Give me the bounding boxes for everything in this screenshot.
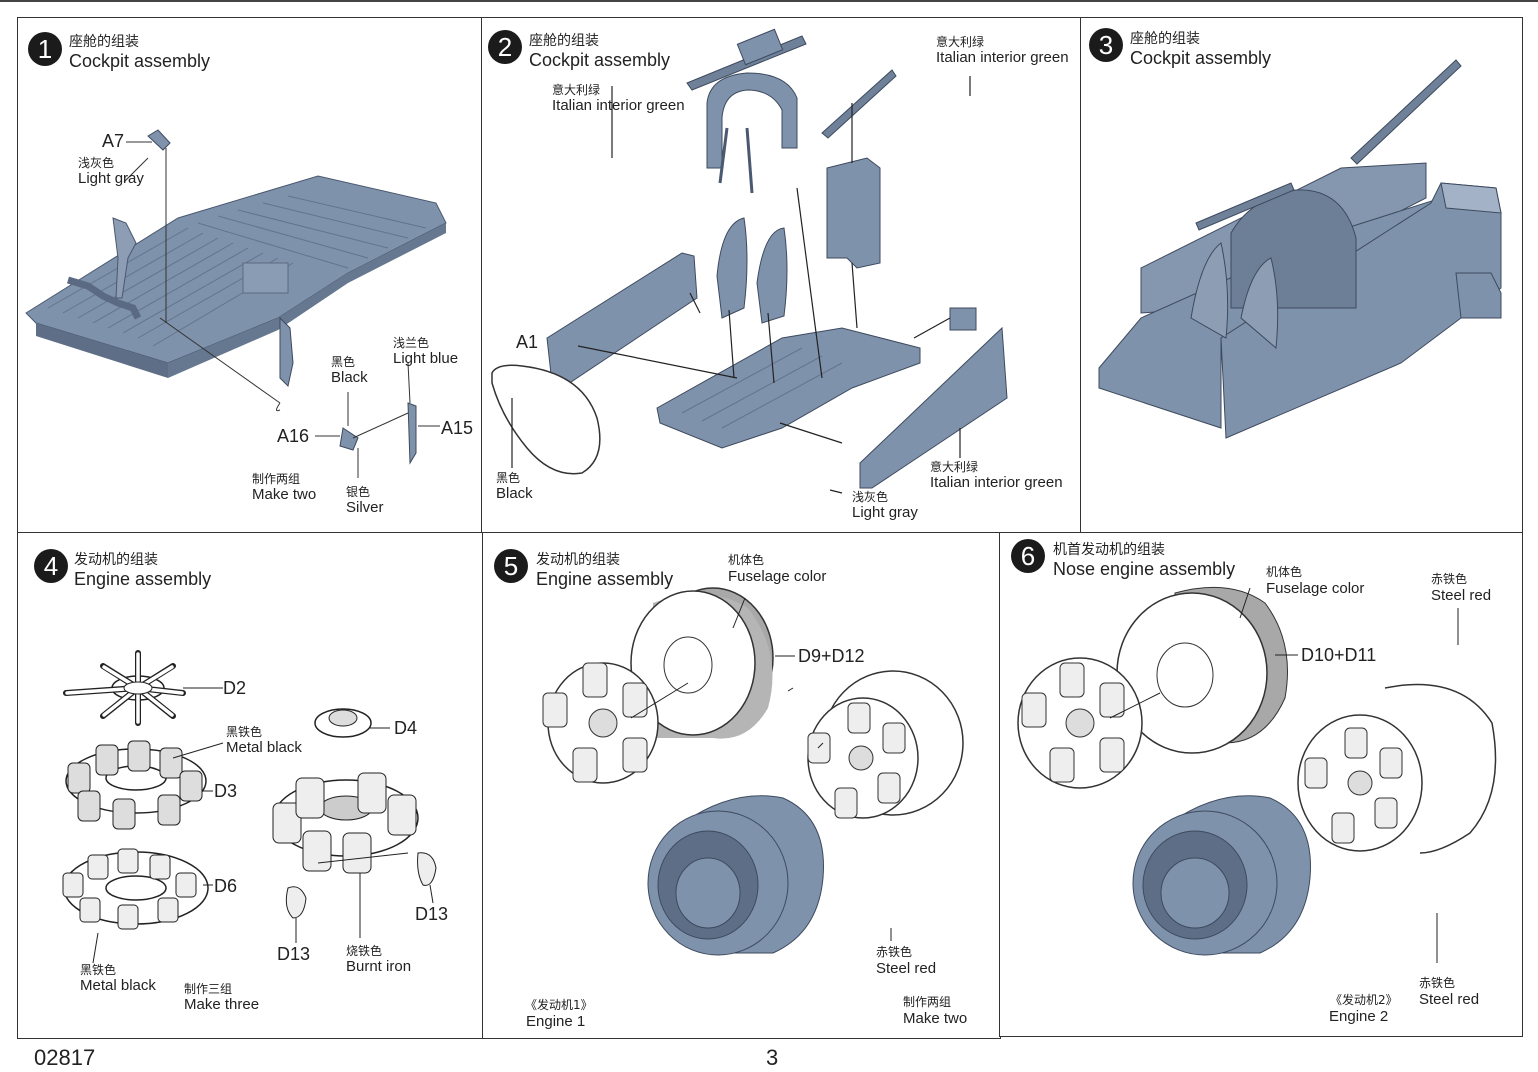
step-title-en: Cockpit assembly — [1130, 48, 1272, 68]
label-black-en: Black — [496, 485, 533, 502]
page-number: 3 — [766, 1045, 779, 1070]
model-code: 02817 — [34, 1045, 96, 1070]
label-engine1-cn: 《发动机1》 — [525, 998, 593, 1012]
label-lightblue-cn: 浅兰色 — [393, 336, 430, 350]
label-steel2-cn: 赤铁色 — [1419, 976, 1456, 990]
part-d13-right: D13 — [415, 904, 449, 924]
step-6-panel: 6 机首发动机的组装 Nose engine assembly — [999, 532, 1523, 1037]
label-lightblue-en: Light blue — [393, 350, 459, 367]
part-d6: D6 — [214, 876, 238, 896]
label-make-two-en: Make two — [903, 1010, 968, 1027]
part-a15: A15 — [441, 418, 474, 438]
top-rule — [0, 0, 1538, 2]
part-d13-left: D13 — [277, 944, 311, 964]
label-metal1-cn: 黑铁色 — [226, 725, 263, 739]
label-green3-en: Italian interior green — [930, 474, 1063, 491]
step-title-en: Engine assembly — [536, 569, 674, 589]
part-d9-d12: D9+D12 — [798, 646, 865, 666]
label-black-cn: 黑色 — [496, 471, 521, 485]
label-steel1-cn: 赤铁色 — [1431, 572, 1468, 586]
step-title-cn: 发动机的组装 — [536, 552, 620, 568]
label-silver-en: Silver — [346, 499, 384, 516]
label-steel-cn: 赤铁色 — [876, 945, 913, 959]
label-green3-cn: 意大利绿 — [930, 460, 979, 474]
label-steel2-en: Steel red — [1419, 991, 1480, 1008]
step-number: 1 — [28, 32, 62, 66]
step-3-panel: 3 座舱的组装 Cockpit assembly — [1080, 17, 1523, 533]
step-number: 3 — [1089, 28, 1123, 62]
step-title-cn: 座舱的组装 — [1130, 31, 1200, 47]
part-d10-d11: D10+D11 — [1301, 645, 1377, 665]
part-a16: A16 — [277, 426, 310, 446]
step-title-cn: 发动机的组装 — [74, 552, 158, 568]
engine-exploded-illustration — [62, 650, 437, 964]
label-steel-en: Steel red — [876, 960, 937, 977]
label-green2-cn: 意大利绿 — [936, 35, 985, 49]
label-engine1-en: Engine 1 — [526, 1013, 586, 1030]
part-d3: D3 — [214, 781, 238, 801]
step-number: 6 — [1011, 539, 1045, 573]
step-1-panel: 1 座舱的组装 Cockpit assembly — [17, 17, 482, 533]
step-title-cn: 座舱的组装 — [69, 34, 139, 50]
label-green2-en: Italian interior green — [936, 49, 1069, 66]
label-engine2-cn: 《发动机2》 — [1330, 993, 1398, 1007]
step-number: 2 — [488, 30, 522, 64]
step-4-panel: 4 发动机的组装 Engine assembly — [17, 532, 483, 1039]
label-burnt-cn: 烧铁色 — [346, 944, 383, 958]
label-metal2-en: Metal black — [80, 977, 156, 994]
label-make-three-cn: 制作三组 — [184, 982, 233, 996]
step-2-panel: 2 座舱的组装 Cockpit assembly — [481, 17, 1082, 533]
label-silver-cn: 银色 — [346, 485, 371, 499]
step-title-en: Engine assembly — [74, 569, 212, 589]
step-title-cn: 座舱的组装 — [529, 33, 599, 49]
step-title-en: Cockpit assembly — [529, 50, 671, 70]
label-black-en: Black — [331, 369, 368, 386]
label-metal2-cn: 黑铁色 — [80, 963, 117, 977]
label-make-two-cn: 制作两组 — [252, 472, 301, 486]
label-lightgray-en: Light gray — [78, 170, 144, 187]
label-black-cn: 黑色 — [331, 355, 356, 369]
part-d2: D2 — [223, 678, 247, 698]
label-fuselage-en: Fuselage color — [1266, 580, 1365, 597]
label-burnt-en: Burnt iron — [346, 958, 412, 975]
label-steel1-en: Steel red — [1431, 587, 1492, 604]
cockpit-complete-illustration — [1098, 59, 1502, 439]
label-lightgray-en: Light gray — [852, 504, 918, 521]
label-fuselage-en: Fuselage color — [728, 568, 827, 585]
label-fuselage-cn: 机体色 — [728, 553, 765, 567]
cockpit-floor-illustration — [25, 129, 447, 478]
engine-2-illustration — [1017, 586, 1497, 963]
step-5-panel: 5 发动机的组装 Engine assembly — [482, 532, 1001, 1039]
step-title-en: Cockpit assembly — [69, 51, 211, 71]
cockpit-exploded-illustration — [491, 28, 1008, 494]
label-green1-en: Italian interior green — [552, 97, 685, 114]
step-number: 4 — [34, 549, 68, 583]
label-lightgray-cn: 浅灰色 — [78, 156, 115, 170]
label-green1-cn: 意大利绿 — [552, 83, 601, 97]
step-title-cn: 机首发动机的组装 — [1053, 542, 1165, 558]
label-make-two-en: Make two — [252, 486, 317, 503]
label-fuselage-cn: 机体色 — [1266, 565, 1303, 579]
step-number: 5 — [494, 549, 528, 583]
label-engine2-en: Engine 2 — [1329, 1008, 1389, 1025]
part-a7: A7 — [102, 131, 125, 151]
part-d4: D4 — [394, 718, 418, 738]
step-title-en: Nose engine assembly — [1053, 559, 1236, 579]
part-a1: A1 — [516, 332, 539, 352]
engine-1-illustration — [542, 587, 964, 956]
label-make-two-cn: 制作两组 — [903, 995, 952, 1009]
label-make-three-en: Make three — [184, 996, 260, 1013]
label-lightgray-cn: 浅灰色 — [852, 490, 889, 504]
label-metal1-en: Metal black — [226, 739, 302, 756]
